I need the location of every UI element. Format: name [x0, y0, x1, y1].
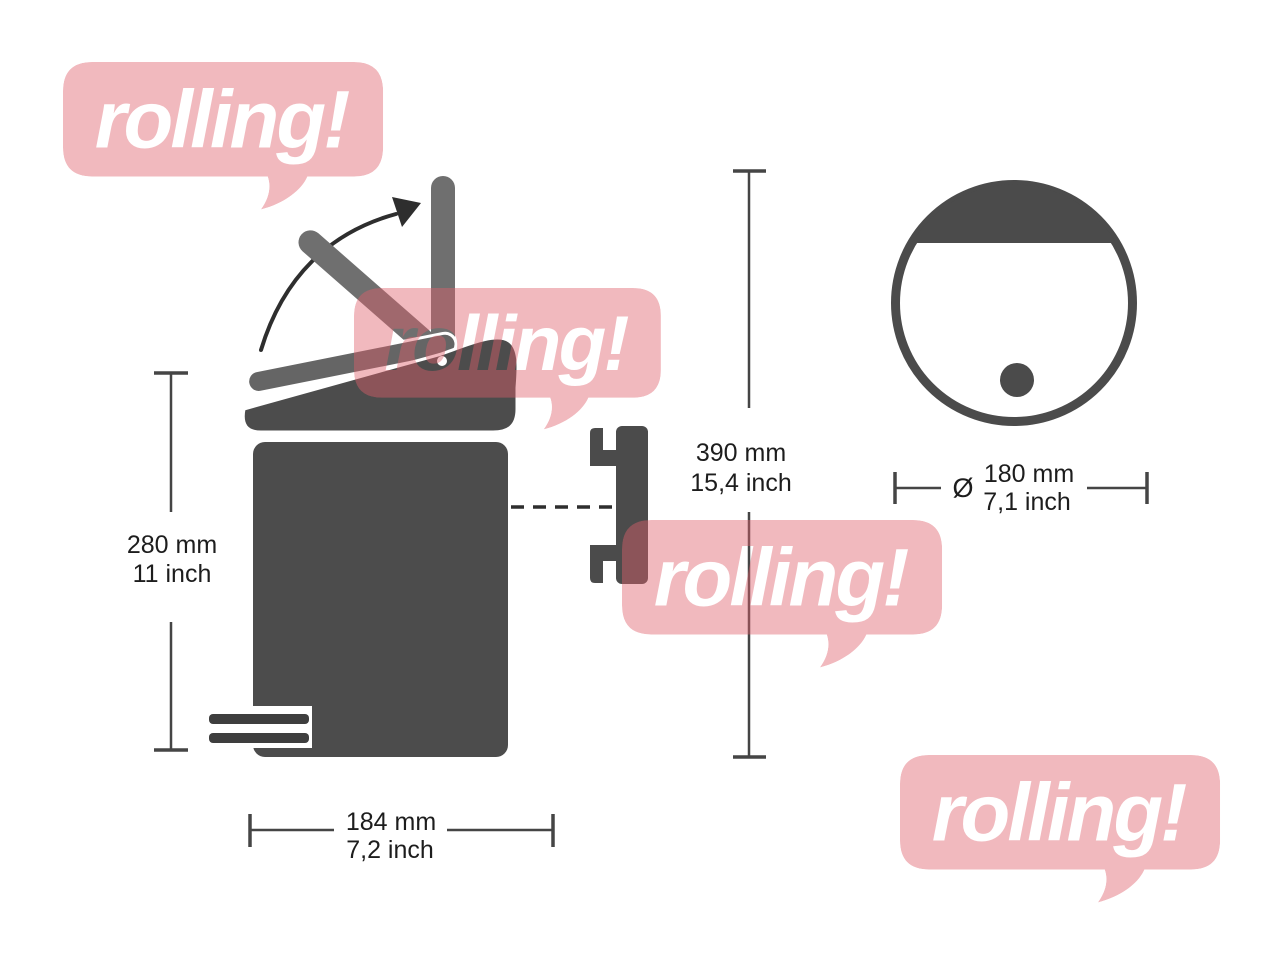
- dimension-bin-height: [154, 371, 188, 752]
- side-view-bin: [209, 176, 648, 757]
- bin-height-inch-label: 11 inch: [133, 560, 212, 588]
- foot-pedal: [209, 706, 312, 748]
- watermark-bubble-center-right: [622, 520, 943, 668]
- watermark-bubble-bottom-right: [900, 755, 1221, 903]
- diameter-symbol: Ø: [952, 473, 973, 503]
- top-view-bin: [891, 180, 1137, 426]
- lid-swing-arrow-icon: [259, 197, 421, 352]
- diameter-mm-label: 180 mm: [984, 460, 1074, 488]
- total-height-mm-label: 390 mm: [696, 439, 786, 467]
- dimension-bin-width: [248, 814, 555, 847]
- speech-bubble-icon: [900, 755, 1221, 903]
- bin-height-mm-label: 280 mm: [127, 531, 217, 559]
- speech-bubble-icon: [63, 62, 384, 210]
- dimension-diameter: [893, 472, 1149, 504]
- bin-width-inch-label: 7,2 inch: [346, 836, 434, 864]
- bin-body: [253, 442, 508, 757]
- pedal-dot: [1000, 363, 1034, 397]
- lid-hinge-segment: [911, 184, 1117, 243]
- total-height-inch-label: 15,4 inch: [690, 469, 791, 497]
- watermark-bubble-top-left: [63, 62, 384, 210]
- bin-width-mm-label: 184 mm: [346, 808, 436, 836]
- diameter-inch-label: 7,1 inch: [983, 488, 1071, 516]
- speech-bubble-icon: [622, 520, 943, 668]
